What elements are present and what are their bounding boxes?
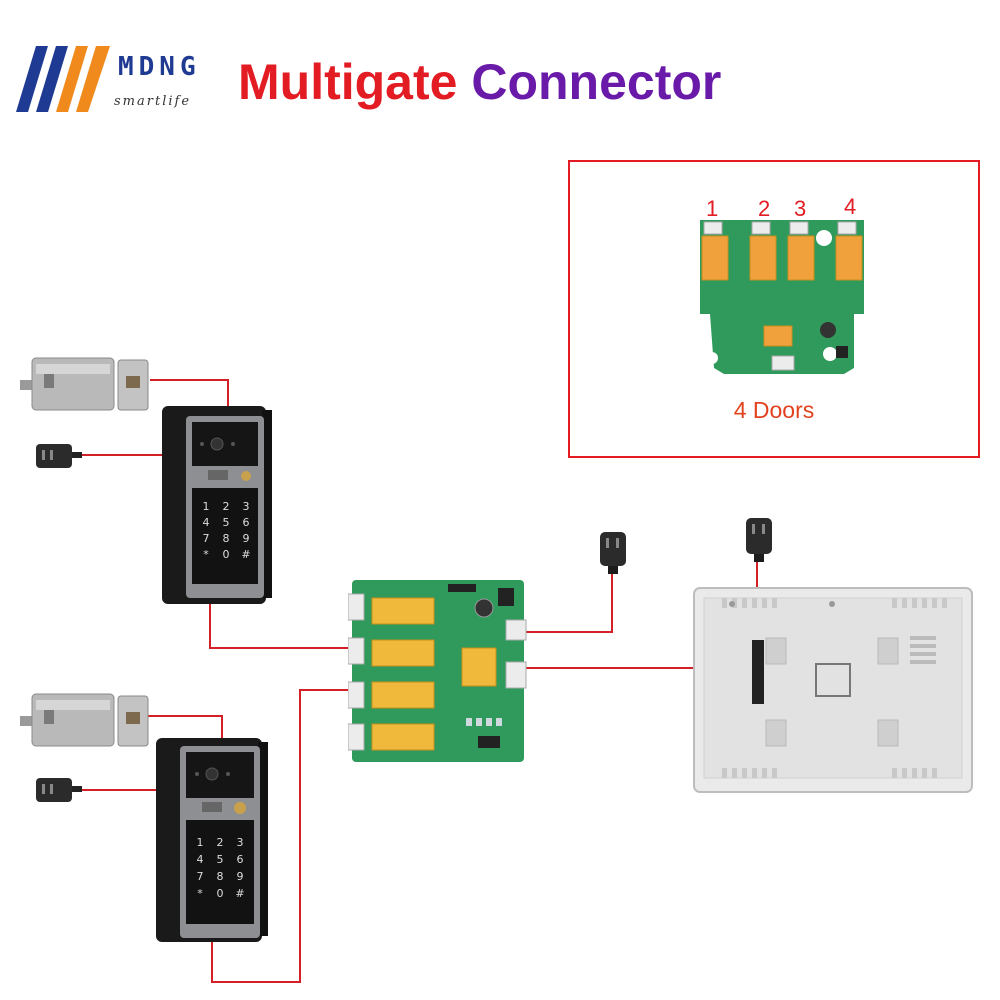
key: 8 [216,870,224,883]
wire-lock-1 [150,379,229,410]
key: 3 [242,500,250,513]
relay-number-1: 1 [706,196,719,221]
key: 1 [196,836,204,849]
title-word-2: Connector [471,54,722,110]
key: * [203,548,209,561]
electric-lock-icon [20,357,149,411]
door-camera-icon [156,738,268,942]
key: * [197,887,203,900]
key: 5 [216,853,224,866]
page-title: Multigate Connector [238,52,721,112]
wire-board-adapter [520,570,613,633]
key: 9 [242,532,250,545]
relay-board-icon [700,220,864,374]
brand-name: MDNG [118,52,201,82]
key: 1 [202,500,210,513]
electric-lock-icon [20,693,149,747]
wire-camera-1 [209,600,350,649]
key: 3 [236,836,244,849]
key: # [235,887,245,900]
wire-lock-2 [148,715,223,740]
power-adapter-icon [746,518,772,562]
key: 9 [236,870,244,883]
key: 7 [196,870,204,883]
key: 4 [202,516,210,529]
key: # [241,548,251,561]
inset-caption: 4 Doors [733,397,815,423]
key: 0 [222,548,230,561]
key: 0 [216,887,224,900]
key: 7 [202,532,210,545]
power-adapter-icon [600,532,626,574]
indoor-monitor-icon [693,587,973,793]
key: 4 [196,853,204,866]
relay-number-4: 4 [844,194,857,219]
door-camera-icon [162,406,272,604]
power-adapter-icon [36,778,82,802]
title-word-1: Multigate [238,54,458,110]
brand-tagline: smartlife [114,94,192,109]
inset-frame [568,160,980,458]
key: 2 [222,500,230,513]
relay-number-2: 2 [758,196,771,221]
relay-number-3: 3 [794,196,807,221]
brand-logo-mark-icon [16,46,110,112]
key: 6 [236,853,244,866]
key: 5 [222,516,230,529]
wire-camera-2 [211,689,350,983]
key: 8 [222,532,230,545]
key: 6 [242,516,250,529]
relay-board-icon [348,580,527,762]
power-adapter-icon [36,444,82,468]
key: 2 [216,836,224,849]
